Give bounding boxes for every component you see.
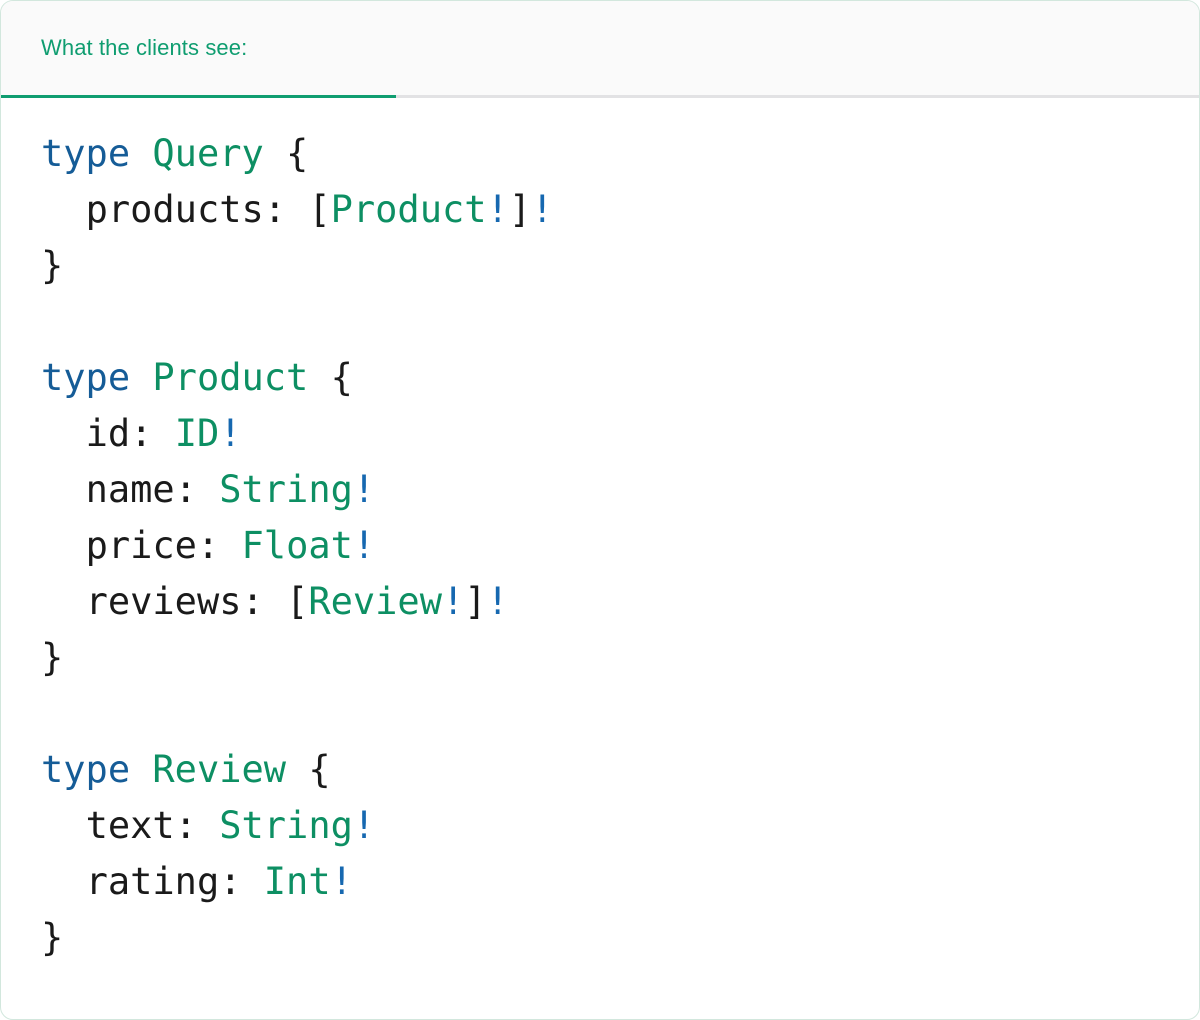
code-token-field: reviews bbox=[85, 580, 242, 623]
code-token-punct bbox=[130, 356, 152, 399]
code-line: reviews: [Review!]! bbox=[41, 574, 1199, 630]
code-line: name: String! bbox=[41, 462, 1199, 518]
code-line: type Product { bbox=[41, 350, 1199, 406]
code-token-type: ID bbox=[174, 412, 220, 455]
code-token-field: price bbox=[85, 524, 197, 567]
code-line: } bbox=[41, 238, 1199, 294]
code-token-punct: } bbox=[41, 244, 64, 287]
code-token-punct: } bbox=[41, 916, 64, 959]
code-token-punct: { bbox=[286, 748, 331, 791]
code-token-bang: ! bbox=[330, 860, 353, 903]
code-token-punct: } bbox=[41, 636, 64, 679]
code-token-field: id bbox=[85, 412, 131, 455]
code-token-field: text bbox=[85, 804, 175, 847]
code-line: } bbox=[41, 910, 1199, 966]
code-token-punct: : bbox=[174, 468, 220, 511]
code-token-type: Product bbox=[330, 188, 487, 231]
code-token-type: Int bbox=[263, 860, 331, 903]
code-token-kw: type bbox=[41, 132, 131, 175]
code-token-bang: ! bbox=[352, 804, 376, 847]
code-token-punct bbox=[41, 804, 86, 847]
code-token-bang: ! bbox=[441, 580, 465, 623]
code-token-punct bbox=[41, 860, 86, 903]
tabstrip-baseline bbox=[1, 95, 1199, 98]
code-token-bang: ! bbox=[219, 412, 242, 455]
code-token-punct bbox=[41, 580, 86, 623]
code-line: products: [Product!]! bbox=[41, 182, 1199, 238]
code-token-type: Review bbox=[152, 748, 287, 791]
code-token-bang: ! bbox=[352, 524, 376, 567]
code-token-type: Product bbox=[152, 356, 309, 399]
code-line: rating: Int! bbox=[41, 854, 1199, 910]
code-line: type Query { bbox=[41, 126, 1199, 182]
code-token-punct: ] bbox=[508, 188, 532, 231]
code-token-field: name bbox=[85, 468, 175, 511]
code-token-punct: { bbox=[263, 132, 309, 175]
code-token-field: products bbox=[85, 188, 264, 231]
code-token-punct bbox=[130, 748, 152, 791]
code-line bbox=[41, 294, 1199, 350]
code-token-bang: ! bbox=[486, 188, 509, 231]
code-token-type: Review bbox=[308, 580, 442, 623]
tab-what-the-clients-see[interactable]: What the clients see: bbox=[1, 1, 396, 98]
code-token-punct: : bbox=[219, 860, 264, 903]
code-token-bang: ! bbox=[486, 580, 509, 623]
code-token-punct: { bbox=[308, 356, 353, 399]
code-token-kw: type bbox=[41, 356, 131, 399]
code-token-punct: : [ bbox=[241, 580, 309, 623]
code-token-type: String bbox=[219, 804, 353, 847]
code-token-punct: : bbox=[174, 804, 220, 847]
code-token-type: String bbox=[219, 468, 353, 511]
code-line bbox=[41, 686, 1199, 742]
code-token-punct: ] bbox=[464, 580, 487, 623]
code-token-punct bbox=[41, 412, 86, 455]
code-token-bang: ! bbox=[352, 468, 376, 511]
code-token-kw: type bbox=[41, 748, 131, 791]
code-line: text: String! bbox=[41, 798, 1199, 854]
code-line: } bbox=[41, 630, 1199, 686]
code-token-punct bbox=[41, 468, 86, 511]
code-token-punct bbox=[41, 188, 86, 231]
code-line: id: ID! bbox=[41, 406, 1199, 462]
code-token-field: rating bbox=[85, 860, 220, 903]
code-token-punct bbox=[130, 132, 152, 175]
code-line: type Review { bbox=[41, 742, 1199, 798]
tab-label: What the clients see: bbox=[41, 35, 248, 60]
code-token-punct bbox=[41, 524, 86, 567]
code-token-type: Float bbox=[241, 524, 353, 567]
code-token-type: Query bbox=[152, 132, 264, 175]
tabstrip: What the clients see: bbox=[1, 1, 1199, 98]
code-token-bang: ! bbox=[531, 188, 554, 231]
code-panel: type Query { products: [Product!]!} type… bbox=[1, 98, 1199, 966]
code-token-punct: : [ bbox=[263, 188, 331, 231]
code-token-punct: : bbox=[130, 412, 175, 455]
code-line: price: Float! bbox=[41, 518, 1199, 574]
code-token-punct: : bbox=[196, 524, 242, 567]
graphql-schema-code[interactable]: type Query { products: [Product!]!} type… bbox=[41, 126, 1199, 966]
